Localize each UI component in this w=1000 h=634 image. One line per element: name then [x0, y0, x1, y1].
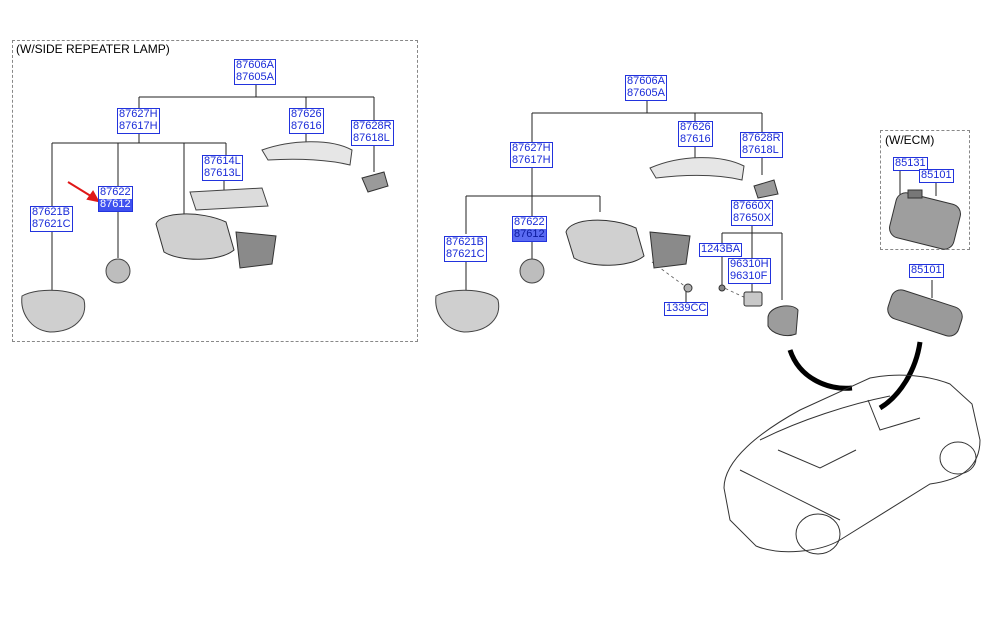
label-housing-right-line1: 87627H — [512, 142, 551, 154]
base-shape — [767, 305, 799, 337]
label-base-right[interactable]: 87660X 87650X — [731, 200, 773, 226]
label-glass-right[interactable]: 87621B 87621C — [444, 236, 487, 262]
label-inside-mirror-line1: 85101 — [911, 264, 942, 276]
label-housing-left-line2: 87617H — [119, 120, 158, 132]
label-housing-right[interactable]: 87627H 87617H — [510, 142, 553, 168]
label-glass-right-line2: 87621C — [446, 248, 485, 260]
label-assy-right[interactable]: 87606A 87605A — [625, 75, 667, 101]
red-pointer-arrow — [67, 181, 100, 203]
label-camera-right-line1: 96310H — [730, 258, 769, 270]
label-housing-left[interactable]: 87627H 87617H — [117, 108, 160, 134]
label-housing-right-line2: 87617H — [512, 154, 551, 166]
actuator-shape-right — [519, 258, 545, 284]
label-bolt-right-line1: 1243BA — [701, 243, 741, 255]
label-ecm-mirror-b-line1: 85101 — [921, 169, 952, 181]
housing-shape-left — [155, 213, 277, 269]
label-cap-left-line2: 87618L — [353, 132, 390, 144]
label-assy-left-line1: 87606A — [236, 59, 274, 71]
actuator-shape-left — [105, 258, 131, 284]
ecm-mirror-shape — [889, 189, 961, 250]
inside-mirror-shape — [887, 289, 963, 337]
label-base-right-line1: 87660X — [733, 200, 771, 212]
lamp-shape-left — [189, 187, 269, 211]
label-lamp-left-line1: 87614L — [204, 155, 241, 167]
label-camera-right[interactable]: 96310H 96310F — [728, 258, 771, 284]
label-cap-right[interactable]: 87628R 87618L — [740, 132, 783, 158]
label-camera-right-line2: 96310F — [730, 270, 768, 282]
housing-shape-right — [565, 219, 691, 269]
label-glass-right-line1: 87621B — [446, 236, 484, 248]
nut-shape — [683, 283, 693, 293]
label-actuator-left[interactable]: 87622 87612 — [98, 186, 133, 212]
label-actuator-right[interactable]: 87622 87612 — [512, 216, 547, 242]
label-nut-right[interactable]: 1339CC — [664, 302, 709, 316]
label-lamp-left-line2: 87613L — [204, 167, 241, 179]
label-cover-left-line2: 87616 — [291, 120, 322, 132]
label-actuator-right-line1: 87622 — [514, 216, 545, 228]
glass-shape-left — [21, 289, 86, 333]
ecm-group-frame — [880, 130, 970, 250]
glass-shape-right — [435, 289, 500, 333]
label-assy-right-line2: 87605A — [627, 87, 665, 99]
label-cap-right-line1: 87628R — [742, 132, 781, 144]
label-ecm-mirror-a-line1: 85131 — [895, 157, 926, 169]
bolt-shape — [718, 284, 726, 292]
label-inside-mirror[interactable]: 85101 — [909, 264, 944, 278]
camera-shape — [743, 291, 763, 307]
label-housing-left-line1: 87627H — [119, 108, 158, 120]
label-cover-left-line1: 87626 — [291, 108, 322, 120]
label-glass-left-line1: 87621B — [32, 206, 70, 218]
cover-shape-left — [261, 141, 353, 166]
label-bolt-right[interactable]: 1243BA — [699, 243, 743, 257]
label-cover-right[interactable]: 87626 87616 — [678, 121, 713, 147]
side-repeater-group-frame — [12, 40, 418, 342]
label-glass-left-line2: 87621C — [32, 218, 71, 230]
label-cover-left[interactable]: 87626 87616 — [289, 108, 324, 134]
label-glass-left[interactable]: 87621B 87621C — [30, 206, 73, 232]
side-repeater-group-title: (W/SIDE REPEATER LAMP) — [16, 42, 170, 56]
label-ecm-mirror-b[interactable]: 85101 — [919, 169, 954, 183]
label-assy-left-line2: 87605A — [236, 71, 274, 83]
ecm-group-title: (W/ECM) — [885, 133, 935, 147]
label-cover-right-line2: 87616 — [680, 133, 711, 145]
label-base-right-line2: 87650X — [733, 212, 771, 224]
label-cap-left-line1: 87628R — [353, 120, 392, 132]
car-shape — [723, 374, 981, 555]
cap-shape-right — [753, 179, 779, 199]
label-actuator-left-line2-selected: 87612 — [99, 198, 132, 211]
label-ecm-mirror-a[interactable]: 85131 — [893, 157, 928, 171]
cover-shape-right — [649, 157, 745, 181]
label-cap-right-line2: 87618L — [742, 144, 779, 156]
label-lamp-left[interactable]: 87614L 87613L — [202, 155, 243, 181]
label-actuator-left-line1: 87622 — [100, 186, 131, 198]
label-assy-left[interactable]: 87606A 87605A — [234, 59, 276, 85]
label-actuator-right-line2: 87612 — [513, 228, 546, 241]
cap-shape-left — [361, 171, 389, 193]
label-assy-right-line1: 87606A — [627, 75, 665, 87]
label-cap-left[interactable]: 87628R 87618L — [351, 120, 394, 146]
label-nut-right-line1: 1339CC — [666, 302, 707, 314]
label-cover-right-line1: 87626 — [680, 121, 711, 133]
